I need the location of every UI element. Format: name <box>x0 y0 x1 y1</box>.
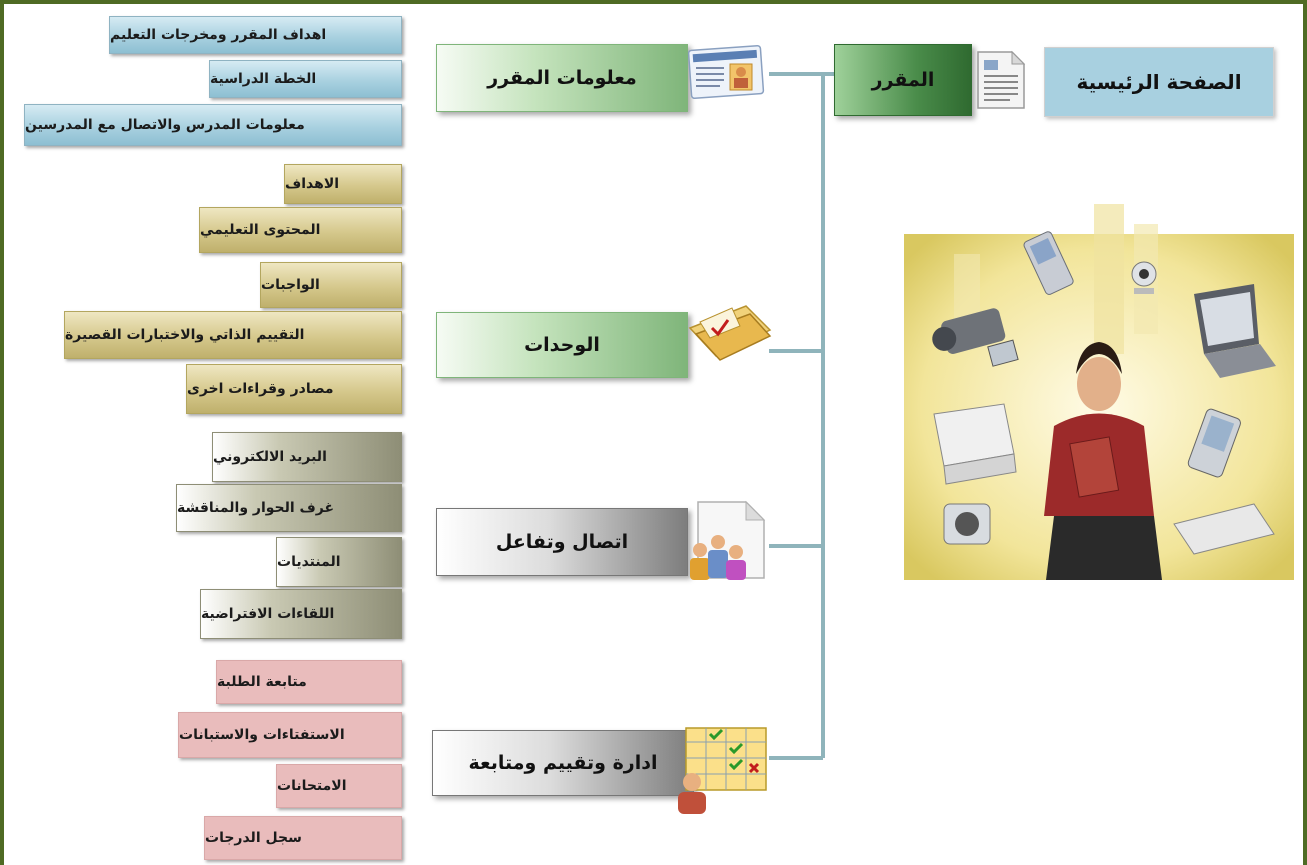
connector-to-course <box>821 72 835 76</box>
connector-communication <box>769 544 823 548</box>
email-item[interactable]: البريد الالكتروني <box>212 432 402 482</box>
folders-icon <box>688 305 772 361</box>
connector-units <box>769 349 823 353</box>
chat-rooms-item[interactable]: غرف الحوار والمناقشة <box>176 484 402 532</box>
resources-item[interactable]: مصادر وقراءات اخرى <box>186 364 402 414</box>
virtual-meetings-item[interactable]: اللقاءات الافتراضية <box>200 589 402 639</box>
student-tracking-item[interactable]: متابعة الطلبة <box>216 660 402 704</box>
id-card-icon <box>687 44 765 100</box>
surveys-item[interactable]: الاستفتاءات والاستبانات <box>178 712 402 758</box>
connector-course-info <box>769 72 823 76</box>
self-assessment-item[interactable]: التقييم الذاتي والاختبارات القصيرة <box>64 311 402 359</box>
users-icon <box>690 500 766 580</box>
assignments-item[interactable]: الواجبات <box>260 262 402 308</box>
exams-item[interactable]: الامتحانات <box>276 764 402 808</box>
gradebook-item[interactable]: سجل الدرجات <box>204 816 402 860</box>
management-button[interactable]: ادارة وتقييم ومتابعة <box>432 730 694 796</box>
learning-content-item[interactable]: المحتوى التعليمي <box>199 207 402 253</box>
document-icon <box>977 50 1026 109</box>
home-button[interactable]: الصفحة الرئيسية <box>1044 47 1274 117</box>
course-button[interactable]: المقرر <box>834 44 972 116</box>
gradebook-icon <box>678 727 767 814</box>
course-info-button[interactable]: معلومات المقرر <box>436 44 688 112</box>
teacher-devices-illustration <box>904 204 1294 580</box>
connector-management <box>769 756 823 760</box>
instructor-info-item[interactable]: معلومات المدرس والاتصال مع المدرسين <box>24 104 402 146</box>
objectives-item[interactable]: الاهداف <box>284 164 402 204</box>
study-plan-item[interactable]: الخطة الدراسية <box>209 60 402 98</box>
units-button[interactable]: الوحدات <box>436 312 688 378</box>
communication-button[interactable]: اتصال وتفاعل <box>436 508 688 576</box>
forums-item[interactable]: المنتديات <box>276 537 402 587</box>
course-objectives-item[interactable]: اهداف المقرر ومخرجات التعليم <box>109 16 402 54</box>
connector-vertical <box>821 72 825 758</box>
